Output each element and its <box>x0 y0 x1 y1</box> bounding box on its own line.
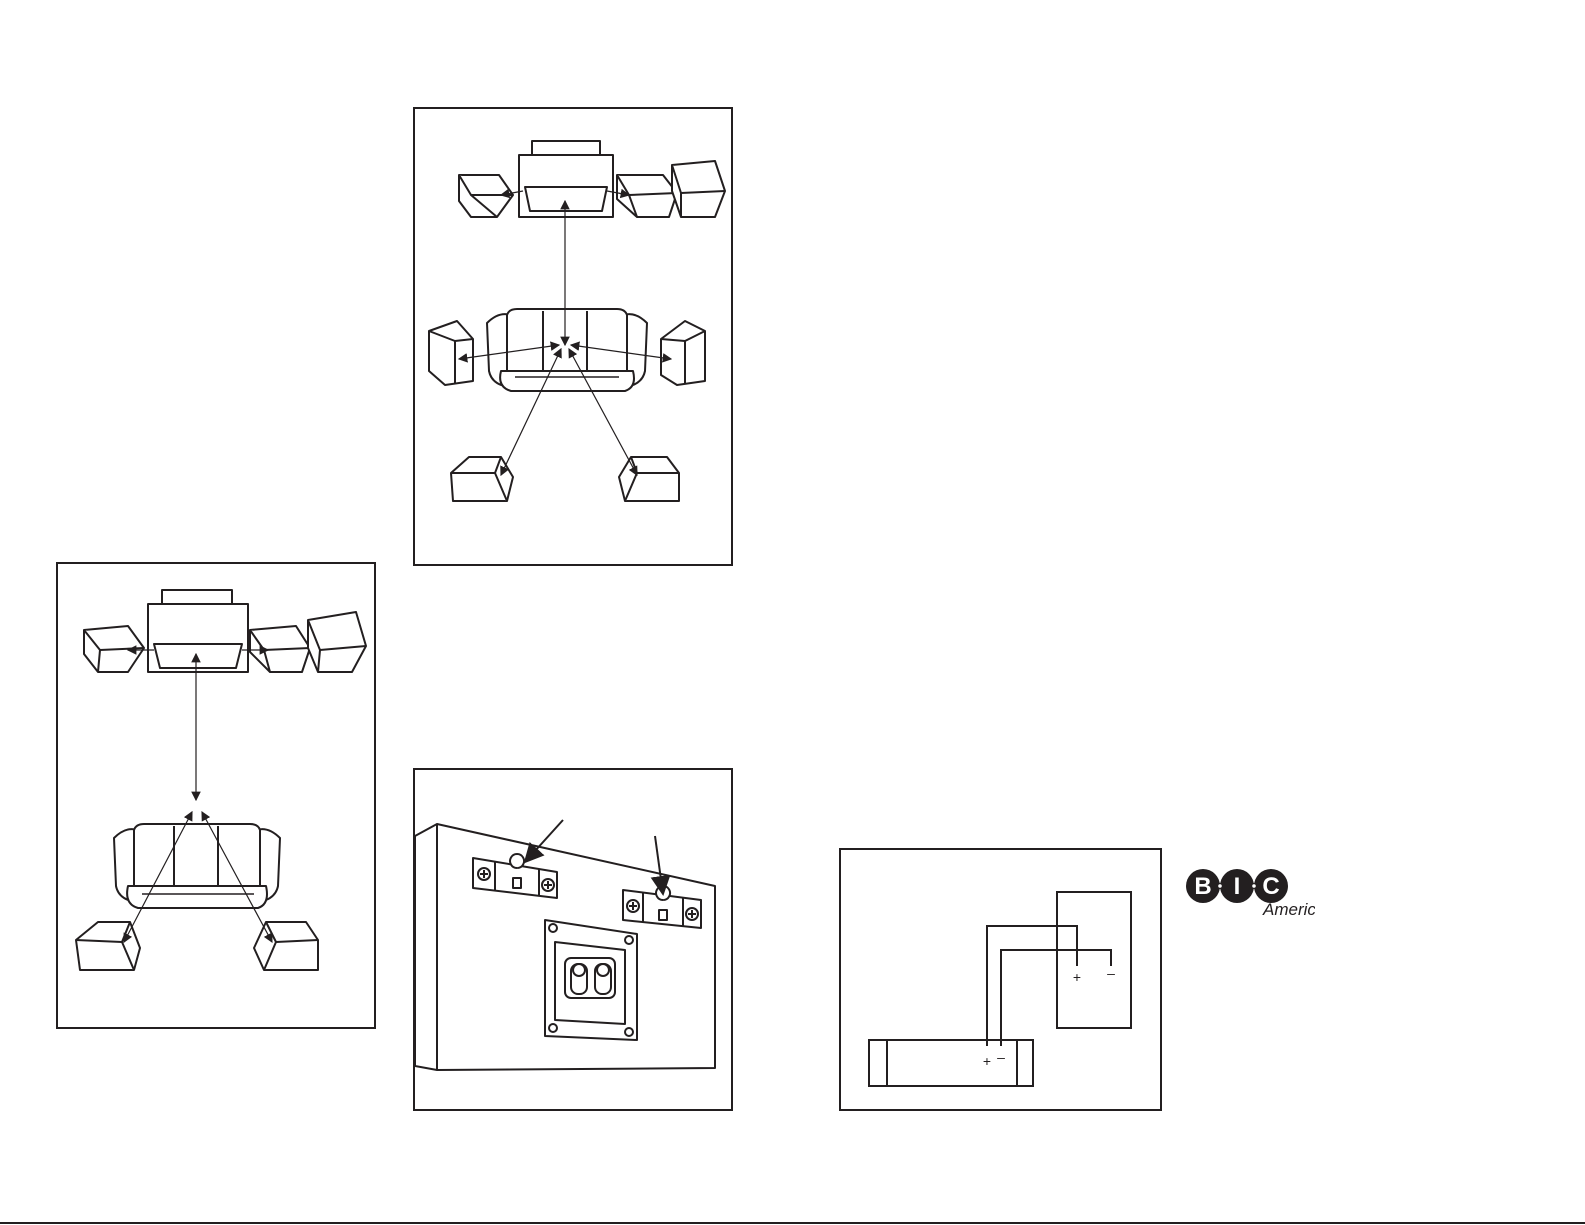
front-left-speaker <box>84 626 144 672</box>
television <box>519 155 613 217</box>
page-bottom-rule <box>0 1222 1585 1224</box>
sofa <box>114 824 280 908</box>
surround-placement-drawing <box>415 109 735 568</box>
logo-wordmark: America <box>1262 900 1315 919</box>
rear-right-speaker <box>619 457 679 501</box>
speaker-box <box>1057 892 1131 1028</box>
front-placement-drawing <box>58 564 378 1031</box>
front-placement-figure <box>56 562 376 1029</box>
speaker-plus-label: + <box>1073 969 1081 985</box>
speaker-minus-label: – <box>1107 965 1115 981</box>
rear-left-speaker <box>451 457 513 501</box>
amp-minus-label: – <box>997 1049 1005 1065</box>
amp-plus-label: + <box>983 1053 991 1069</box>
subwoofer <box>672 161 725 217</box>
amplifier <box>869 1040 1033 1086</box>
front-right-speaker <box>250 626 310 672</box>
side-right-speaker <box>661 321 705 385</box>
logo-letter-b: B <box>1194 873 1211 900</box>
front-left-speaker <box>459 175 513 217</box>
logo-letter-i: I <box>1234 873 1241 900</box>
wall-mount-drawing <box>415 770 735 1113</box>
speaker-terminal-plate <box>545 920 637 1040</box>
wiring-diagram-drawing: + – + – <box>841 850 1164 1113</box>
front-right-speaker <box>617 175 677 217</box>
logo-letter-c: C <box>1262 873 1279 900</box>
surround-placement-figure <box>413 107 733 566</box>
subwoofer <box>308 612 366 672</box>
bic-america-logo: B I C America <box>1185 862 1315 924</box>
side-left-speaker <box>429 321 473 385</box>
television <box>148 604 248 672</box>
wiring-diagram-figure: + – + – <box>839 848 1162 1111</box>
sofa <box>487 309 647 391</box>
wall-mount-figure <box>413 768 733 1111</box>
rear-right-speaker <box>254 922 318 970</box>
